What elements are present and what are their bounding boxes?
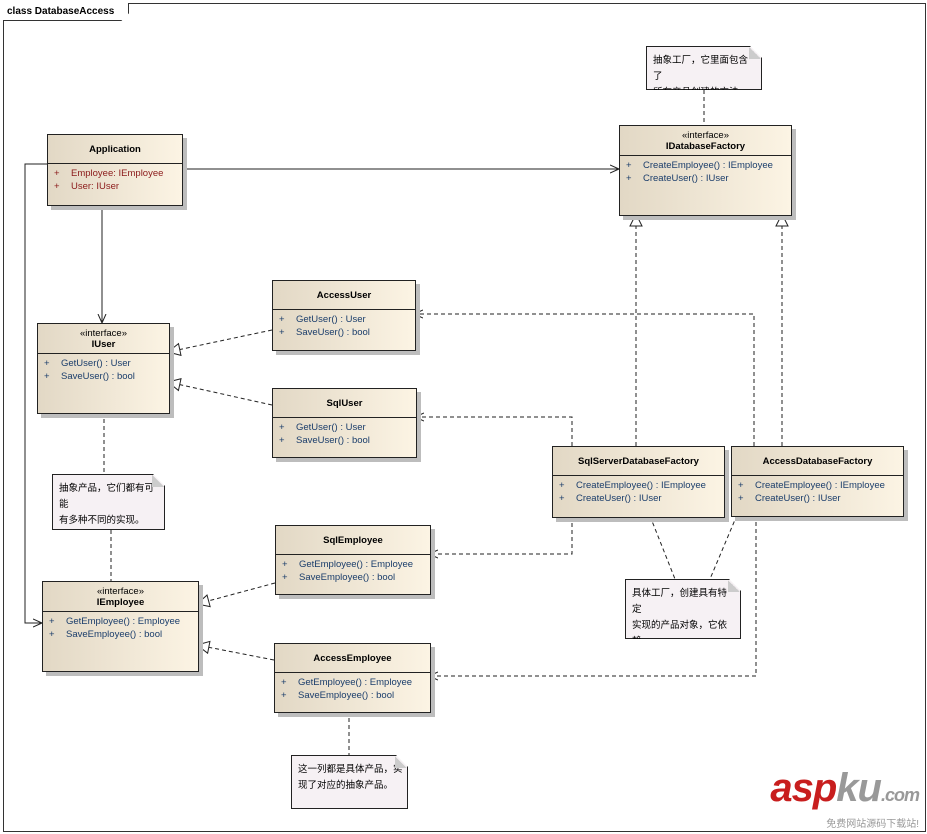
- dependency-accessfactory-accessuser: [414, 314, 755, 446]
- operation: +SaveEmployee() : bool: [281, 690, 395, 701]
- note-link: [709, 514, 738, 580]
- operation: +GetEmployee() : Employee: [282, 559, 414, 570]
- attribute: +User: IUser: [54, 181, 120, 192]
- dependency-sqlserverfactory-sqluser: [415, 417, 573, 446]
- class-name: IDatabaseFactory: [665, 141, 746, 152]
- class-header: «interface»IEmployee: [43, 582, 198, 612]
- operation: +SaveEmployee() : bool: [49, 629, 163, 640]
- class-header: SqlUser: [273, 389, 416, 418]
- operation: +SaveUser() : bool: [279, 327, 370, 338]
- operation: +CreateUser() : IUser: [559, 493, 662, 504]
- class-name: IEmployee: [96, 597, 145, 608]
- class-header: «interface»IUser: [38, 324, 169, 354]
- class-name: AccessEmployee: [313, 653, 392, 664]
- realization-accessemployee-iemployee: [197, 645, 275, 661]
- operation: +CreateEmployee() : IEmployee: [626, 160, 773, 171]
- operation: +GetEmployee() : Employee: [281, 677, 413, 688]
- realization-sqluser-iuser: [168, 382, 273, 406]
- operation: +GetUser() : User: [44, 358, 131, 369]
- class-accessdatabasefactory[interactable]: AccessDatabaseFactory +CreateEmployee() :…: [731, 446, 904, 517]
- class-accessuser[interactable]: AccessUser +GetUser() : User +SaveUser() :…: [272, 280, 416, 351]
- operation: +CreateEmployee() : IEmployee: [738, 480, 885, 491]
- note-line: 有多种不同的实现。: [59, 515, 145, 526]
- operation: +SaveEmployee() : bool: [282, 572, 396, 583]
- class-application[interactable]: Application +Employee: IEmployee +User: IU…: [47, 134, 183, 206]
- operation: +CreateUser() : IUser: [738, 493, 841, 504]
- dependency-accessfactory-accessemployee: [429, 515, 757, 676]
- class-idatabasefactory[interactable]: «interface»IDatabaseFactory +CreateEmploy…: [619, 125, 792, 216]
- class-name: AccessDatabaseFactory: [762, 456, 873, 467]
- class-header: Application: [48, 135, 182, 164]
- stereotype: «interface»: [79, 328, 127, 339]
- class-header: SqlEmployee: [276, 526, 430, 555]
- class-name: IUser: [91, 339, 116, 350]
- class-header: AccessUser: [273, 281, 415, 310]
- class-header: «interface»IDatabaseFactory: [620, 126, 791, 156]
- class-name: SqlServerDatabaseFactory: [578, 456, 699, 467]
- operation: +GetUser() : User: [279, 314, 366, 325]
- operation: +CreateUser() : IUser: [626, 173, 729, 184]
- note-line: 具体工厂，创建具有特定: [632, 588, 728, 615]
- class-accessemployee[interactable]: AccessEmployee +GetEmployee() : Employee +…: [274, 643, 431, 713]
- diagram-frame-title: class DatabaseAccess: [3, 3, 129, 21]
- class-iemployee[interactable]: «interface»IEmployee +GetEmployee() : Emp…: [42, 581, 199, 672]
- class-name: AccessUser: [316, 290, 372, 301]
- class-sqlemployee[interactable]: SqlEmployee +GetEmployee() : Employee +Sav…: [275, 525, 431, 595]
- attribute: +Employee: IEmployee: [54, 168, 164, 179]
- note-line: 现了对应的抽象产品。: [298, 780, 394, 791]
- association-app-iemployee: [24, 163, 47, 623]
- class-name: SqlEmployee: [323, 535, 383, 546]
- note-concrete-product: 这一列都是具体产品，实现了对应的抽象产品。: [291, 755, 408, 809]
- operation: +GetEmployee() : Employee: [49, 616, 181, 627]
- class-header: AccessDatabaseFactory: [732, 447, 903, 476]
- operation: +SaveUser() : bool: [44, 371, 135, 382]
- class-name: SqlUser: [326, 398, 363, 409]
- note-link: [649, 515, 676, 580]
- operation: +SaveUser() : bool: [279, 435, 370, 446]
- watermark-logo: aspku.com 免费网站源码下载站!: [770, 766, 920, 830]
- note-line: 抽象工厂，它里面包含了: [653, 55, 749, 82]
- class-header: SqlServerDatabaseFactory: [553, 447, 724, 476]
- stereotype: «interface»: [96, 586, 144, 597]
- diagram-frame: [3, 3, 926, 832]
- stereotype: «interface»: [681, 130, 729, 141]
- realization-accessuser-iuser: [168, 329, 273, 352]
- class-sqluser[interactable]: SqlUser +GetUser() : User +SaveUser() : bo…: [272, 388, 417, 458]
- note-concrete-factory: 具体工厂，创建具有特定实现的产品对象，它依赖具体产品。: [625, 579, 741, 639]
- class-sqlserverdatabasefactory[interactable]: SqlServerDatabaseFactory +CreateEmployee(…: [552, 446, 725, 518]
- class-header: AccessEmployee: [275, 644, 430, 673]
- class-iuser[interactable]: «interface»IUser +GetUser() : User +SaveUs…: [37, 323, 170, 414]
- realization-sqlemployee-iemployee: [197, 582, 276, 604]
- operation: +GetUser() : User: [279, 422, 366, 433]
- operation: +CreateEmployee() : IEmployee: [559, 480, 706, 491]
- note-abstract-product: 抽象产品，它们都有可能有多种不同的实现。: [52, 474, 165, 530]
- class-name: Application: [89, 144, 141, 155]
- note-abstract-factory: 抽象工厂，它里面包含了所有产品创建的方法。: [646, 46, 762, 90]
- note-line: 抽象产品，它们都有可能: [59, 483, 155, 510]
- note-line: 这一列都是具体产品，实: [298, 764, 403, 775]
- dependency-sqlserverfactory-sqlemployee: [429, 516, 573, 554]
